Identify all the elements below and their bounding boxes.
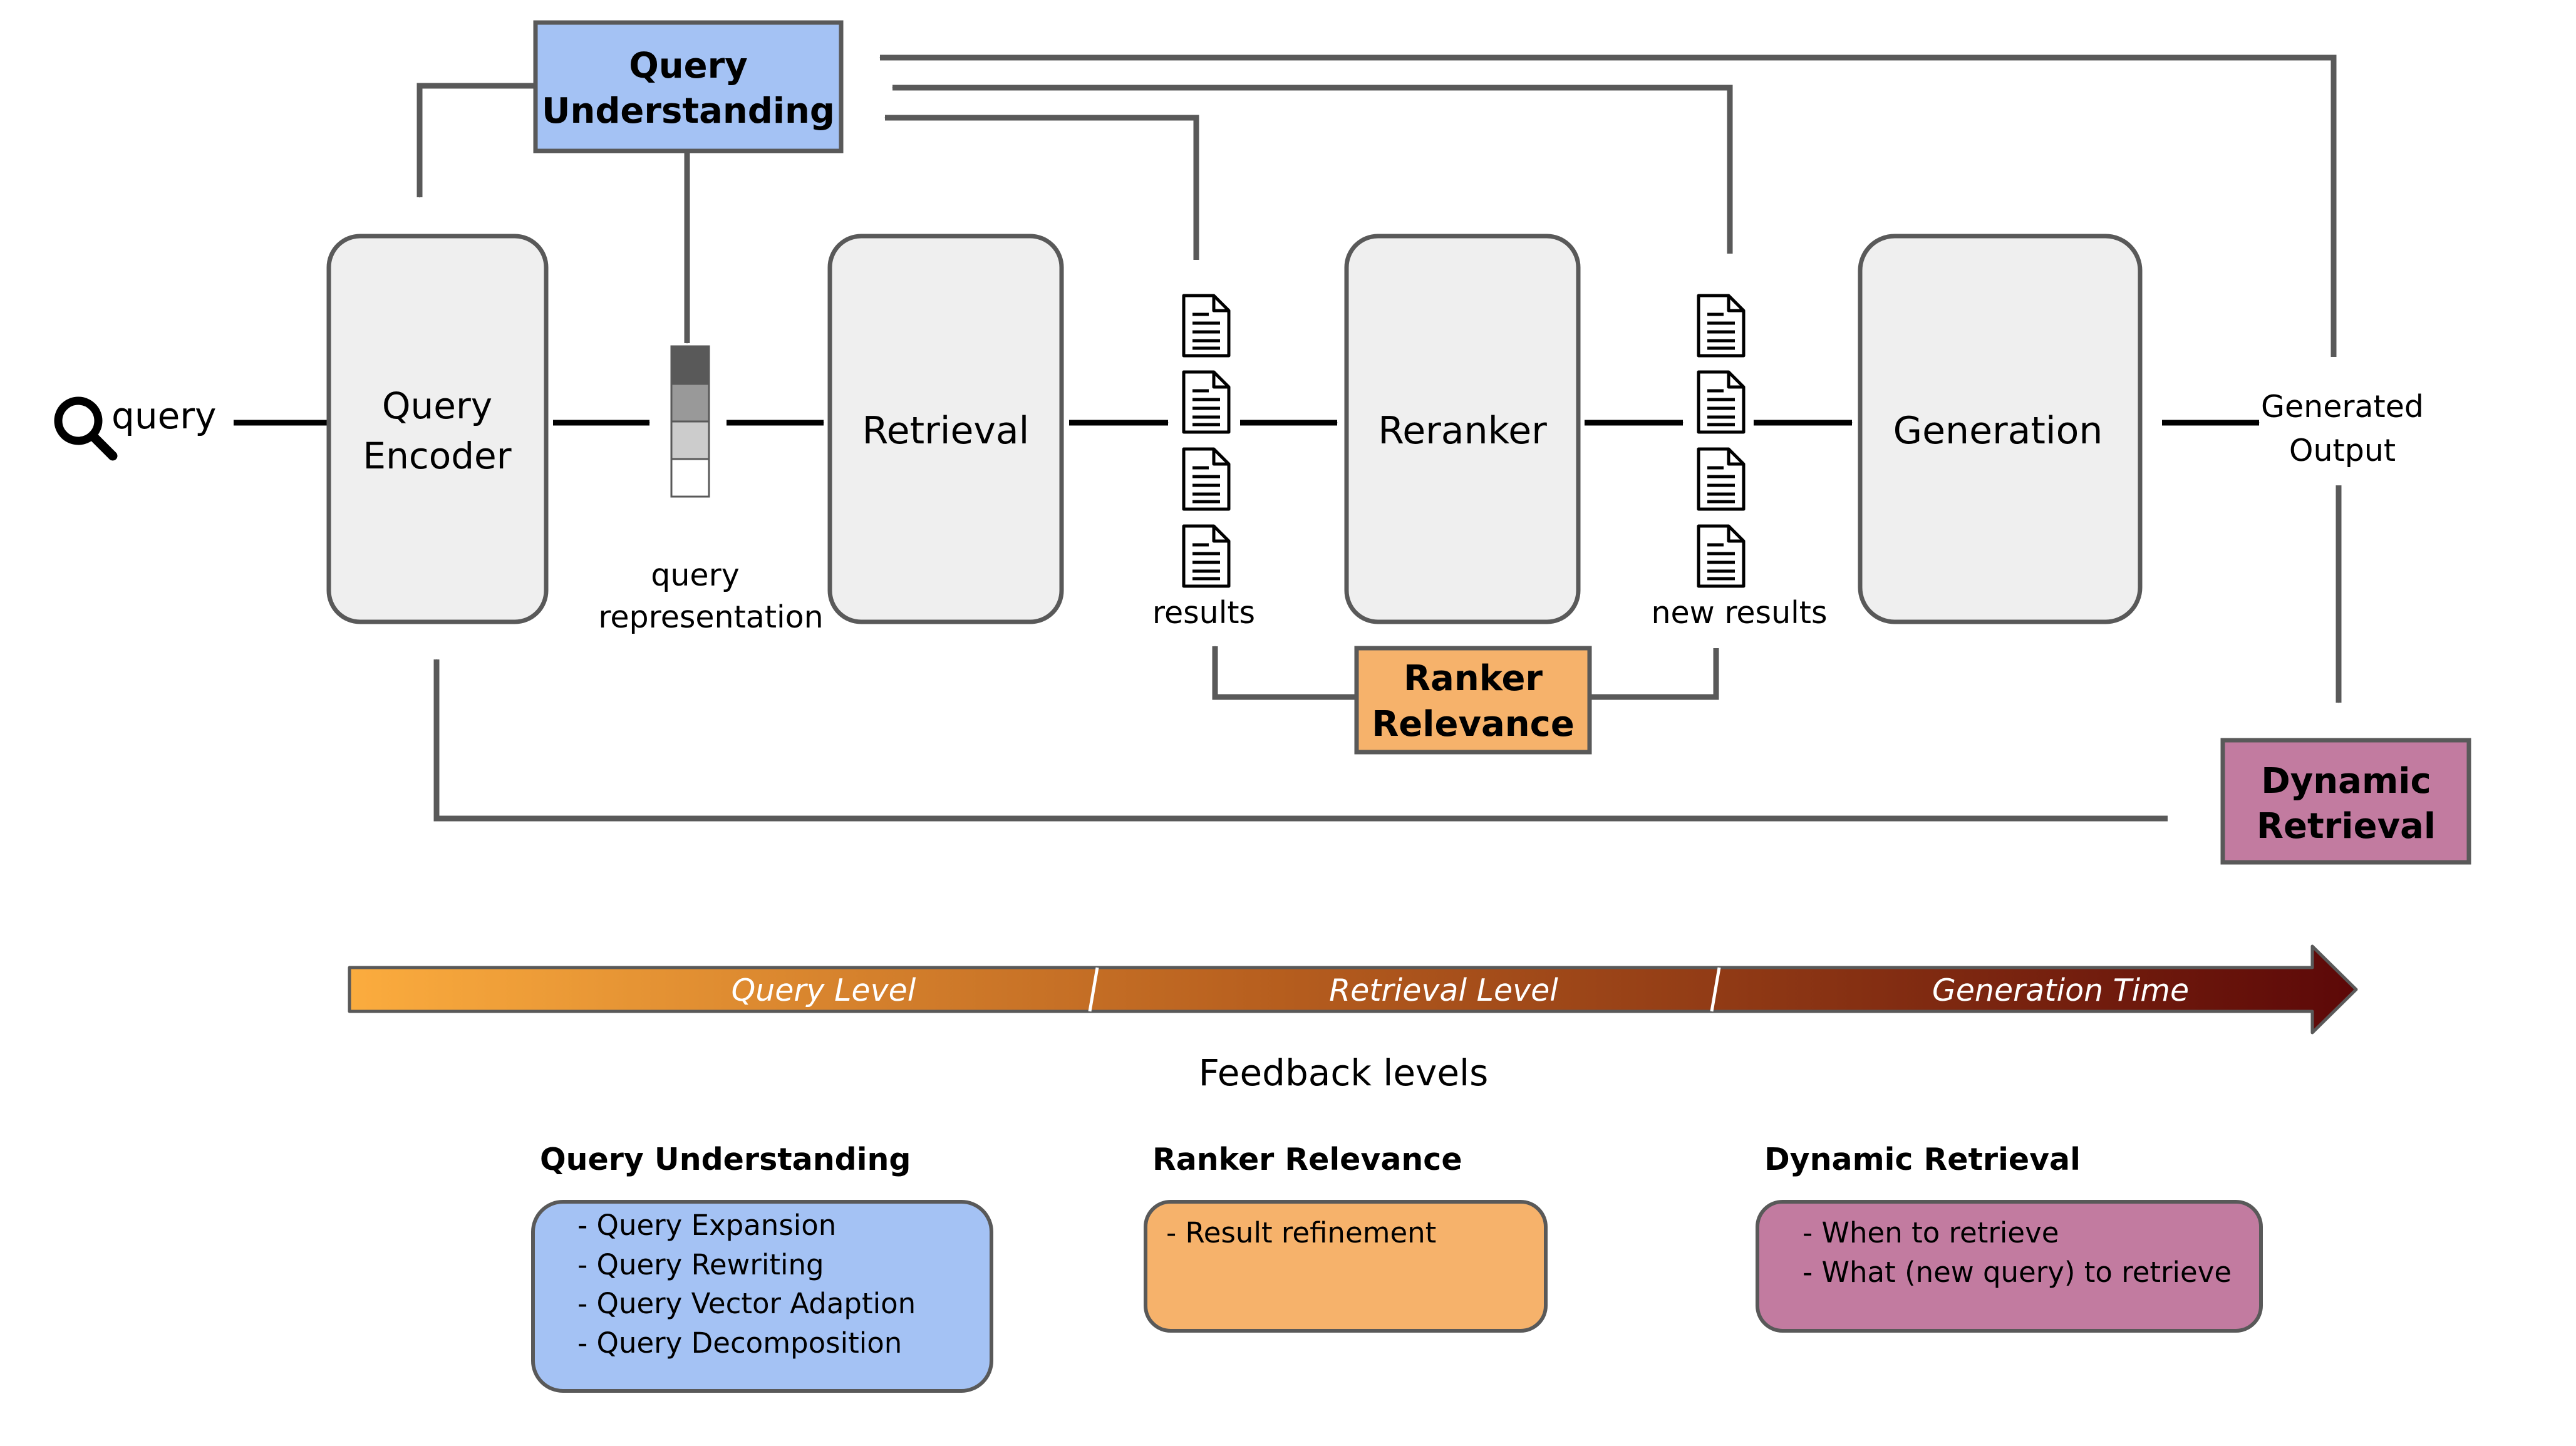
query-encoder-label-2: Encoder <box>363 435 511 477</box>
generation-node: Generation <box>1858 234 2143 624</box>
level-generation: Generation Time <box>1932 973 2189 1008</box>
legend-title: Dynamic Retrieval <box>1764 1142 2081 1177</box>
ranker-relevance-box-label-2: Relevance <box>1372 704 1575 745</box>
query-representation-vector <box>670 345 710 498</box>
document-icon <box>1184 372 1229 432</box>
retrieval-label: Retrieval <box>862 409 1030 453</box>
document-icon <box>1184 526 1229 586</box>
document-icon <box>1699 526 1744 586</box>
level-retrieval: Retrieval Level <box>1329 973 1558 1008</box>
dynamic-retrieval-box: Dynamic Retrieval <box>2220 738 2471 865</box>
results-documents <box>1184 296 1229 586</box>
ranker-relevance-box: Ranker Relevance <box>1354 646 1592 755</box>
reranker-label: Reranker <box>1378 409 1547 453</box>
arrow-dynamic-to-encoder <box>433 659 2168 822</box>
results-label: results <box>1152 595 1255 631</box>
generation-label: Generation <box>1893 409 2103 453</box>
retrieval-node: Retrieval <box>827 234 1064 624</box>
query-representation-label-2: representation <box>598 599 823 635</box>
magnifier-icon <box>54 396 118 461</box>
arrow-output-to-qu <box>879 54 2337 357</box>
ranker-relevance-box-label-1: Ranker <box>1404 658 1543 699</box>
dynamic-retrieval-box-label-2: Retrieval <box>2257 806 2436 847</box>
legend-ranker-relevance: Ranker Relevance - Result refinement <box>1144 1142 1548 1333</box>
query-encoder-node: Query Encoder <box>326 234 549 624</box>
document-icon <box>1184 296 1229 356</box>
query-understanding-box: Query Understanding <box>533 20 844 153</box>
arrow-ranker-to-results <box>1212 646 1355 700</box>
legend-item: - Query Expansion <box>577 1209 836 1242</box>
document-icon <box>1699 449 1744 509</box>
reranker-node: Reranker <box>1344 234 1581 624</box>
query-understanding-box-label-1: Query <box>629 46 748 86</box>
generated-output-label-2: Output <box>2289 433 2396 468</box>
dynamic-retrieval-box-label-1: Dynamic <box>2261 761 2431 802</box>
legend-dynamic-retrieval: Dynamic Retrieval - When to retrieve - W… <box>1756 1142 2263 1333</box>
legend-item: - Result refinement <box>1166 1216 1436 1249</box>
level-divider <box>1088 967 1099 1012</box>
legend-item: - When to retrieve <box>1803 1216 2059 1249</box>
query-encoder-label-1: Query <box>382 385 492 427</box>
level-divider <box>1710 967 1721 1012</box>
feedback-levels-caption: Feedback levels <box>1199 1051 1489 1094</box>
level-query: Query Level <box>732 973 916 1008</box>
legend-query-understanding: Query Understanding - Query Expansion - … <box>531 1142 993 1393</box>
arrow-results-to-qu <box>884 115 1199 260</box>
arrow-newresults-to-ranker <box>1590 648 1719 700</box>
arrow-qu-to-encoder <box>416 83 535 198</box>
legend-title: Ranker Relevance <box>1152 1142 1462 1177</box>
feedback-arrows <box>416 54 2342 822</box>
query-representation-label-1: query <box>651 557 739 593</box>
document-icon <box>1699 296 1744 356</box>
document-icon <box>1184 449 1229 509</box>
feedback-levels-bar: Query Level Retrieval Level Generation T… <box>348 944 2358 1035</box>
generated-output-label-1: Generated <box>2261 389 2424 425</box>
document-icon <box>1699 372 1744 432</box>
legend-item: - Query Rewriting <box>577 1248 824 1281</box>
legend-title: Query Understanding <box>540 1142 911 1177</box>
new-results-documents <box>1699 296 1744 586</box>
legend-item: - What (new query) to retrieve <box>1803 1256 2232 1289</box>
legend-item: - Query Decomposition <box>577 1326 902 1360</box>
query-understanding-box-label-2: Understanding <box>542 91 835 132</box>
query-label: query <box>111 395 216 437</box>
new-results-label: new results <box>1651 595 1827 631</box>
arrow-newresults-to-qu <box>892 85 1733 254</box>
legend-item: - Query Vector Adaption <box>577 1287 916 1320</box>
